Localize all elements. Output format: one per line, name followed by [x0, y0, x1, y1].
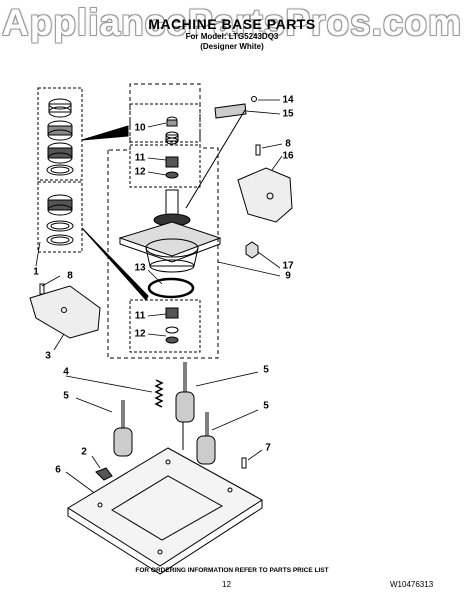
color-line: (Designer White) [200, 42, 264, 51]
document-code: W10476313 [390, 580, 434, 589]
callout-15: 15 [282, 108, 294, 120]
kit-parts-lower [46, 194, 74, 246]
callout-5-left: 5 [63, 390, 69, 402]
callout-11-top: 11 [134, 152, 146, 164]
callout-6: 6 [55, 464, 61, 476]
model-line: For Model: LTG5243DQ3 [185, 32, 279, 41]
callout-14: 14 [282, 94, 294, 106]
callout-5-right-top: 5 [263, 364, 269, 376]
page-title: MACHINE BASE PARTS [148, 16, 316, 32]
suspension-dampers [113, 362, 216, 465]
callout-13: 13 [134, 262, 146, 274]
callout-7: 7 [265, 442, 271, 454]
page-number: 12 [222, 580, 231, 589]
callout-8-left: 8 [67, 270, 73, 282]
callout-3: 3 [45, 350, 51, 362]
kit-parts-upper [46, 98, 74, 176]
base-frame [67, 447, 263, 575]
callout-8-right: 8 [285, 138, 291, 150]
callout-16: 16 [282, 150, 294, 162]
callout-1: 1 [33, 266, 39, 278]
callout-9: 9 [285, 270, 291, 282]
lower-kit-box [37, 181, 83, 253]
callout-2: 2 [81, 446, 87, 458]
callout-12-bottom: 12 [134, 328, 146, 340]
callout-17: 17 [282, 260, 294, 272]
callout-10: 10 [134, 122, 146, 134]
callout-12-top: 12 [134, 166, 146, 178]
callout-11-bottom: 11 [134, 310, 146, 322]
callout-4: 4 [63, 366, 69, 378]
upper-kit-box [37, 87, 83, 181]
callout-5-right-bottom: 5 [263, 400, 269, 412]
watermark: AppliancePartsPros.com [2, 2, 462, 43]
ordering-note: FOR ORDERING INFORMATION REFER TO PARTS … [135, 567, 329, 574]
